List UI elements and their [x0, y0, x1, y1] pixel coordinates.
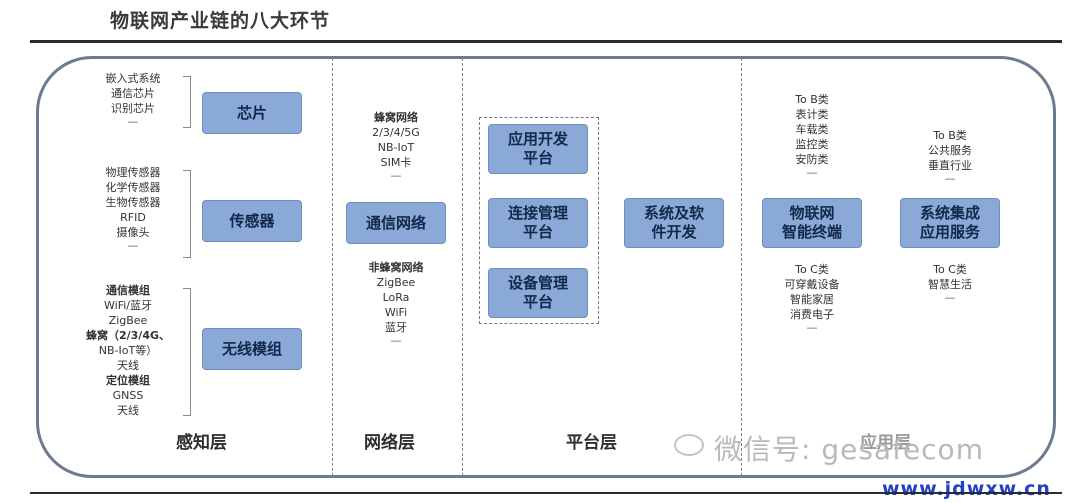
- layer-label-network: 网络层: [364, 433, 415, 453]
- non-cellular-item: LoRa: [382, 291, 410, 304]
- toc2-item: To C类: [933, 263, 967, 276]
- watermark-text: 微信号: gesafecom: [714, 433, 984, 466]
- diagram-frame: [36, 56, 1056, 478]
- toc-item: 智能家居: [790, 293, 834, 306]
- module-item: 天线: [117, 359, 139, 372]
- layer-label-platform: 平台层: [566, 433, 617, 453]
- wireless-module-box: 无线模组: [202, 328, 302, 370]
- page-title: 物联网产业链的八大环节: [110, 10, 331, 32]
- toc-terminal-list: To C类 可穿戴设备 智能家居 消费电子 —: [754, 262, 870, 334]
- cellular-item: 蜂窝网络: [374, 111, 418, 124]
- cellular-item: SIM卡: [380, 156, 412, 169]
- sensor-item: 摄像头: [116, 226, 150, 239]
- tob-item: To B类: [795, 93, 829, 106]
- network-box: 通信网络: [346, 202, 446, 244]
- site-url: www.jdwxw.cn: [880, 478, 1053, 500]
- chip-item: 通信芯片: [111, 87, 155, 100]
- sensor-item: 生物传感器: [105, 196, 161, 209]
- tob-item: 安防类: [795, 153, 829, 166]
- cellular-list: 蜂窝网络 2/3/4/5G NB-IoT SIM卡 —: [346, 110, 446, 182]
- separator-platform-application: [741, 58, 742, 476]
- tob-terminal-list: To B类 表计类 车载类 监控类 安防类 —: [762, 92, 862, 179]
- toc-item: 可穿戴设备: [784, 278, 840, 291]
- sensor-item: 化学传感器: [105, 181, 161, 194]
- connection-mgmt-platform-box: 连接管理平台: [488, 198, 588, 248]
- platform-group-outline: [479, 117, 599, 324]
- chip-brace: [183, 76, 191, 128]
- cellular-item: NB-IoT: [377, 141, 415, 154]
- wechat-icon: [674, 434, 704, 456]
- module-item: ZigBee: [108, 314, 148, 327]
- system-software-box: 系统及软件开发: [624, 198, 724, 248]
- sensor-item: RFID: [120, 211, 146, 224]
- non-cellular-list: 非蜂窝网络 ZigBee LoRa WiFi 蓝牙 —: [346, 260, 446, 347]
- tob-item: 监控类: [795, 138, 829, 151]
- module-item: GNSS: [112, 389, 144, 402]
- non-cellular-item: ZigBee: [376, 276, 416, 289]
- tob2-item: 公共服务: [928, 144, 972, 157]
- chip-box: 芯片: [202, 92, 302, 134]
- layer-label-application: 应用层: [860, 433, 911, 453]
- title-underline: [30, 40, 1062, 43]
- tob-item: 车载类: [795, 123, 829, 136]
- module-brace: [183, 288, 191, 416]
- module-item: 天线: [117, 404, 139, 417]
- device-mgmt-platform-box: 设备管理平台: [488, 268, 588, 318]
- layer-label-perception: 感知层: [176, 433, 227, 453]
- system-integration-box: 系统集成应用服务: [900, 198, 1000, 248]
- app-dev-platform-box: 应用开发平台: [488, 124, 588, 174]
- sensor-brace: [183, 170, 191, 258]
- separator-perception-network: [332, 58, 333, 476]
- toc-item: To C类: [795, 263, 829, 276]
- module-list: 通信模组 WiFi/蓝牙 ZigBee 蜂窝（2/3/4G、 NB-IoT等） …: [68, 283, 188, 418]
- cellular-item: 2/3/4/5G: [372, 126, 420, 139]
- iot-terminal-box: 物联网智能终端: [762, 198, 862, 248]
- tob2-item: 垂直行业: [928, 159, 972, 172]
- module-item: WiFi/蓝牙: [104, 299, 152, 312]
- chip-item: 嵌入式系统: [105, 72, 161, 85]
- non-cellular-item: WiFi: [384, 306, 408, 319]
- chip-list: 嵌入式系统 通信芯片 识别芯片 —: [78, 71, 188, 128]
- module-item: 定位模组: [106, 374, 150, 387]
- module-item: NB-IoT等）: [98, 344, 158, 357]
- toc2-item: 智慧生活: [928, 278, 972, 291]
- non-cellular-item: 非蜂窝网络: [368, 261, 424, 274]
- tob2-item: To B类: [933, 129, 967, 142]
- toc-service-list: To C类 智慧生活 —: [900, 262, 1000, 304]
- chip-item: 识别芯片: [111, 102, 155, 115]
- bottom-rule: [30, 492, 1062, 494]
- sensor-box: 传感器: [202, 200, 302, 242]
- sensor-list: 物理传感器 化学传感器 生物传感器 RFID 摄像头 —: [78, 165, 188, 252]
- module-item: 通信模组: [106, 284, 150, 297]
- tob-item: 表计类: [795, 108, 829, 121]
- sensor-item: 物理传感器: [105, 166, 161, 179]
- separator-network-platform: [462, 58, 463, 476]
- toc-item: 消费电子: [790, 308, 834, 321]
- tob-service-list: To B类 公共服务 垂直行业 —: [900, 128, 1000, 185]
- module-item: 蜂窝（2/3/4G、: [85, 329, 171, 342]
- non-cellular-item: 蓝牙: [385, 321, 407, 334]
